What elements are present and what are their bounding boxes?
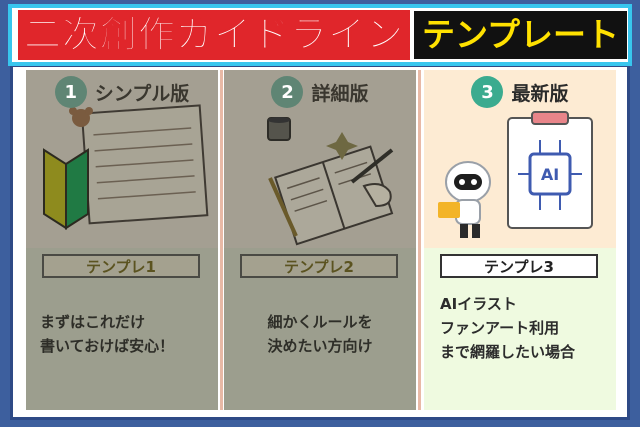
card-title-1: シンプル版 <box>94 82 190 105</box>
template-button-1[interactable]: テンプレ1 <box>42 254 200 278</box>
card-header-3: 3 最新版 <box>424 76 616 108</box>
page-subtitle: テンプレート <box>414 11 628 59</box>
title-banner: 二次創作ガイドライン テンプレート <box>8 4 632 66</box>
card-title-2: 詳細版 <box>311 82 369 105</box>
card-description-3: AIイラスト ファンアート利用 まで網羅したい場合 <box>440 295 576 361</box>
card-illustration-2 <box>224 70 416 248</box>
ai-clipboard-icon: AI <box>507 111 593 229</box>
card-title-3: 最新版 <box>511 82 569 105</box>
writing-notebook-icon <box>267 117 394 246</box>
notepad-icon <box>69 104 209 225</box>
card-description-1: まずはこれだけ 書いておけば安心！ <box>40 313 175 355</box>
beginner-mark-icon <box>43 148 89 230</box>
template-button-3[interactable]: テンプレ3 <box>440 254 598 278</box>
step-number-3: 3 <box>471 76 504 108</box>
card-illustration-3: AI <box>424 70 616 248</box>
svg-text:AI: AI <box>541 165 559 184</box>
template-card-1[interactable]: 1 シンプル版 テンプレ1 まずはこれだけ 書いておけば安心！ <box>26 70 218 410</box>
step-number-1: 1 <box>54 76 87 108</box>
column-divider <box>220 70 223 410</box>
template-button-2[interactable]: テンプレ2 <box>240 254 398 278</box>
template-card-2[interactable]: 2 詳細版 テンプレ2 細かくルールを 決めたい方向け <box>224 70 416 410</box>
card-header-1: 1 シンプル版 <box>26 76 218 108</box>
robot-icon <box>438 161 491 238</box>
column-divider <box>418 70 421 410</box>
template-card-3[interactable]: AI 3 最新版 テンプレ3 AIイラスト ファンアート利用 まで網羅したい場合 <box>424 70 616 410</box>
page-title: 二次創作ガイドライン <box>18 10 410 60</box>
card-header-2: 2 詳細版 <box>224 76 416 108</box>
step-number-2: 2 <box>271 76 304 108</box>
card-description-2: 細かくルールを 決めたい方向け <box>267 313 373 355</box>
